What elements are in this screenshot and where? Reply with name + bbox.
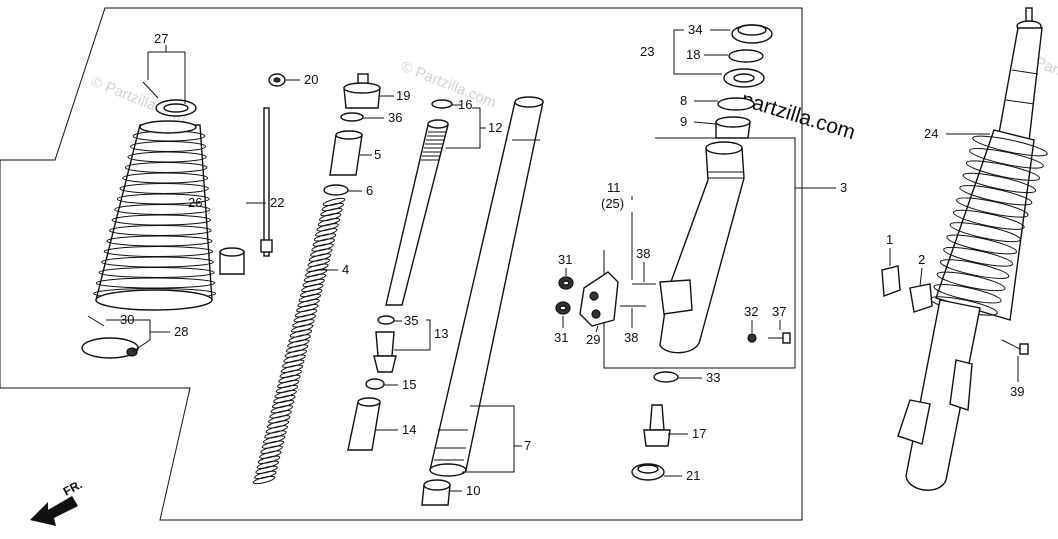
label-39: 39 [1010,384,1024,399]
label-19: 19 [396,88,410,103]
label-20: 20 [304,72,318,87]
label-17: 17 [692,426,706,441]
diagram-frame [0,7,803,521]
part-27-boot-clamp [142,81,197,117]
label-37: 37 [772,304,786,319]
part-18-clip [728,49,764,63]
part-39-bolt [1001,339,1029,355]
part-4-fork-spring [252,197,346,485]
part-15-washer [365,378,385,390]
part-10-slide-bushing [421,479,451,506]
label-29: 29 [586,332,600,347]
part-20-nut [268,73,286,87]
part-36-o-ring [340,112,364,122]
leader-lines [106,29,1019,492]
part-12-fork-pipe [385,119,449,306]
direction-label: FR. [61,477,85,498]
part-8-back-up-ring [717,97,755,111]
label-6: 6 [366,183,373,198]
label-7: 7 [524,438,531,453]
label-32: 32 [744,304,758,319]
label-38-upper: 38 [636,246,650,261]
part-23-oil-seal [723,68,765,88]
label-8: 8 [680,93,687,108]
part-13-piston [373,315,397,373]
label-22: 22 [270,195,284,210]
label-38-lower: 38 [624,330,638,345]
label-16: 16 [458,97,472,112]
part-1-reflector [881,265,901,297]
part-11-bottom-case [659,141,745,354]
part-37-bolt [768,332,791,344]
part-6-washer [323,184,349,196]
label-31-lower: 31 [554,330,568,345]
label-24: 24 [924,126,938,141]
part-7-inner-tube [429,96,544,477]
label-31-upper: 31 [558,252,572,267]
label-12: 12 [488,120,502,135]
front-direction-arrow: FR. [30,477,84,526]
part-21-seal [631,463,665,481]
label-11: 11 [607,180,621,195]
label-28: 28 [174,324,188,339]
label-34: 34 [688,22,702,37]
part-28-boot-band [81,315,139,359]
label-3: 3 [840,180,847,195]
label-36: 36 [388,110,402,125]
part-33-sealing-washer [653,371,679,383]
label-9: 9 [680,114,687,129]
part-26-fork-boot [93,120,217,311]
part-17-socket-bolt [643,404,671,447]
label-18: 18 [686,47,700,62]
label-26: 26 [188,195,202,210]
brand-text: partzilla.com [739,88,858,144]
label-13: 13 [434,326,448,341]
part-labels: 27 20 19 36 16 12 5 6 26 22 4 30 28 35 1… [120,22,1024,498]
label-27: 27 [154,31,168,46]
label-33: 33 [706,370,720,385]
part-31-nut-upper [558,276,574,290]
part-32-nut [747,333,757,343]
label-14: 14 [402,422,416,437]
part-2-reflector [909,283,933,313]
label-11-alt: (25) [601,196,624,211]
label-1: 1 [886,232,893,247]
part-16-ring [431,99,453,109]
label-35: 35 [404,313,418,328]
label-23: 23 [640,44,654,59]
label-4: 4 [342,262,349,277]
part-22-damper-rod [219,107,273,275]
label-5: 5 [374,147,381,162]
part-34-dust-seal [731,24,773,44]
label-30: 30 [120,312,134,327]
part-29-axle-holder [579,271,619,327]
part-9-bushing [715,116,751,139]
label-2: 2 [918,252,925,267]
label-10: 10 [466,483,480,498]
part-24-fork-assembly [897,7,1048,491]
part-19-cap-bolt [343,73,381,109]
label-15: 15 [402,377,416,392]
part-14-bushing [347,397,381,451]
part-31-nut-lower [555,301,571,315]
label-21: 21 [686,468,700,483]
part-5-spacer [329,130,363,176]
